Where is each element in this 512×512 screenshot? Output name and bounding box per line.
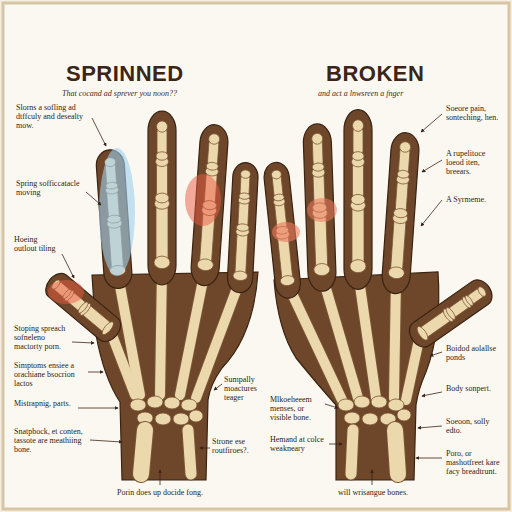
- middle-finger: [148, 111, 176, 285]
- pain-highlight: [185, 174, 221, 226]
- callout-label: Spring sofficcatacle moving: [16, 180, 82, 198]
- callout-label: Sumpally moactures teager: [224, 376, 266, 402]
- thumb: [405, 275, 497, 351]
- middle-finger: [344, 110, 372, 290]
- callout-label: Slorns a sofling ad dtffculy and desealt…: [16, 104, 88, 130]
- leader-lines: [62, 114, 442, 485]
- callout-label: Body sonpert.: [446, 385, 504, 394]
- panel-subtitle: That cocand ad sprever you noon??: [62, 90, 262, 99]
- sprained-hand: [41, 111, 259, 480]
- panel-heading: SPRINNED: [66, 62, 184, 86]
- callout-label: Snatpbock, et conten, tassote are meathi…: [14, 428, 86, 454]
- ring-finger: [303, 123, 337, 291]
- pain-highlight: [48, 280, 84, 304]
- callout-label: Soeoon, solly edto.: [446, 418, 504, 436]
- forearm-bones: [351, 430, 398, 474]
- index-finger: [381, 132, 420, 295]
- callout-label: Simptoms ensiee a orachiane bsocrion lac…: [14, 362, 84, 388]
- callout-label: Boidod aolallse ponds: [446, 345, 504, 363]
- callout-label: Strone ese routfiroes?.: [212, 438, 262, 456]
- callout-label: Soeore pain, sonteching, hen.: [446, 105, 504, 123]
- fracture-highlight: [272, 222, 300, 242]
- callout-label: Poro, or mashotfreet kare facy breadtrun…: [446, 450, 504, 476]
- thumb: [41, 269, 125, 346]
- forearm-bones: [141, 430, 191, 474]
- callout-label: Mistrapnig, parts.: [14, 400, 74, 409]
- callout-label: A rupelitoce loeod iten, breears.: [446, 150, 504, 176]
- callout-label: Hoeing outlout tiling: [14, 236, 60, 254]
- callout-label: Stoping spreach sofneleno mactorty porn.: [14, 325, 69, 351]
- callout-label: will wrisangue bones.: [318, 489, 428, 498]
- panel-heading: BROKEN: [326, 62, 424, 86]
- carpal-bones: [130, 396, 203, 425]
- callout-label: Porin does up docide fong.: [100, 489, 220, 498]
- callout-label: Hemand at colce weakneary: [270, 436, 326, 454]
- metacarpal-bones: [110, 268, 240, 398]
- little-finger: [227, 162, 259, 293]
- little-finger: [263, 161, 302, 299]
- fracture-highlight: [307, 198, 337, 222]
- carpal-bones: [338, 396, 411, 425]
- sprain-highlight: [99, 148, 135, 276]
- poster-frame: [3, 3, 509, 509]
- callout-label: A Syrmeme.: [446, 196, 504, 205]
- callout-label: Mlkoeheeem menses, or visible bone.: [270, 396, 322, 422]
- panel-subtitle: and act a lnwsreen a fnger: [318, 90, 498, 99]
